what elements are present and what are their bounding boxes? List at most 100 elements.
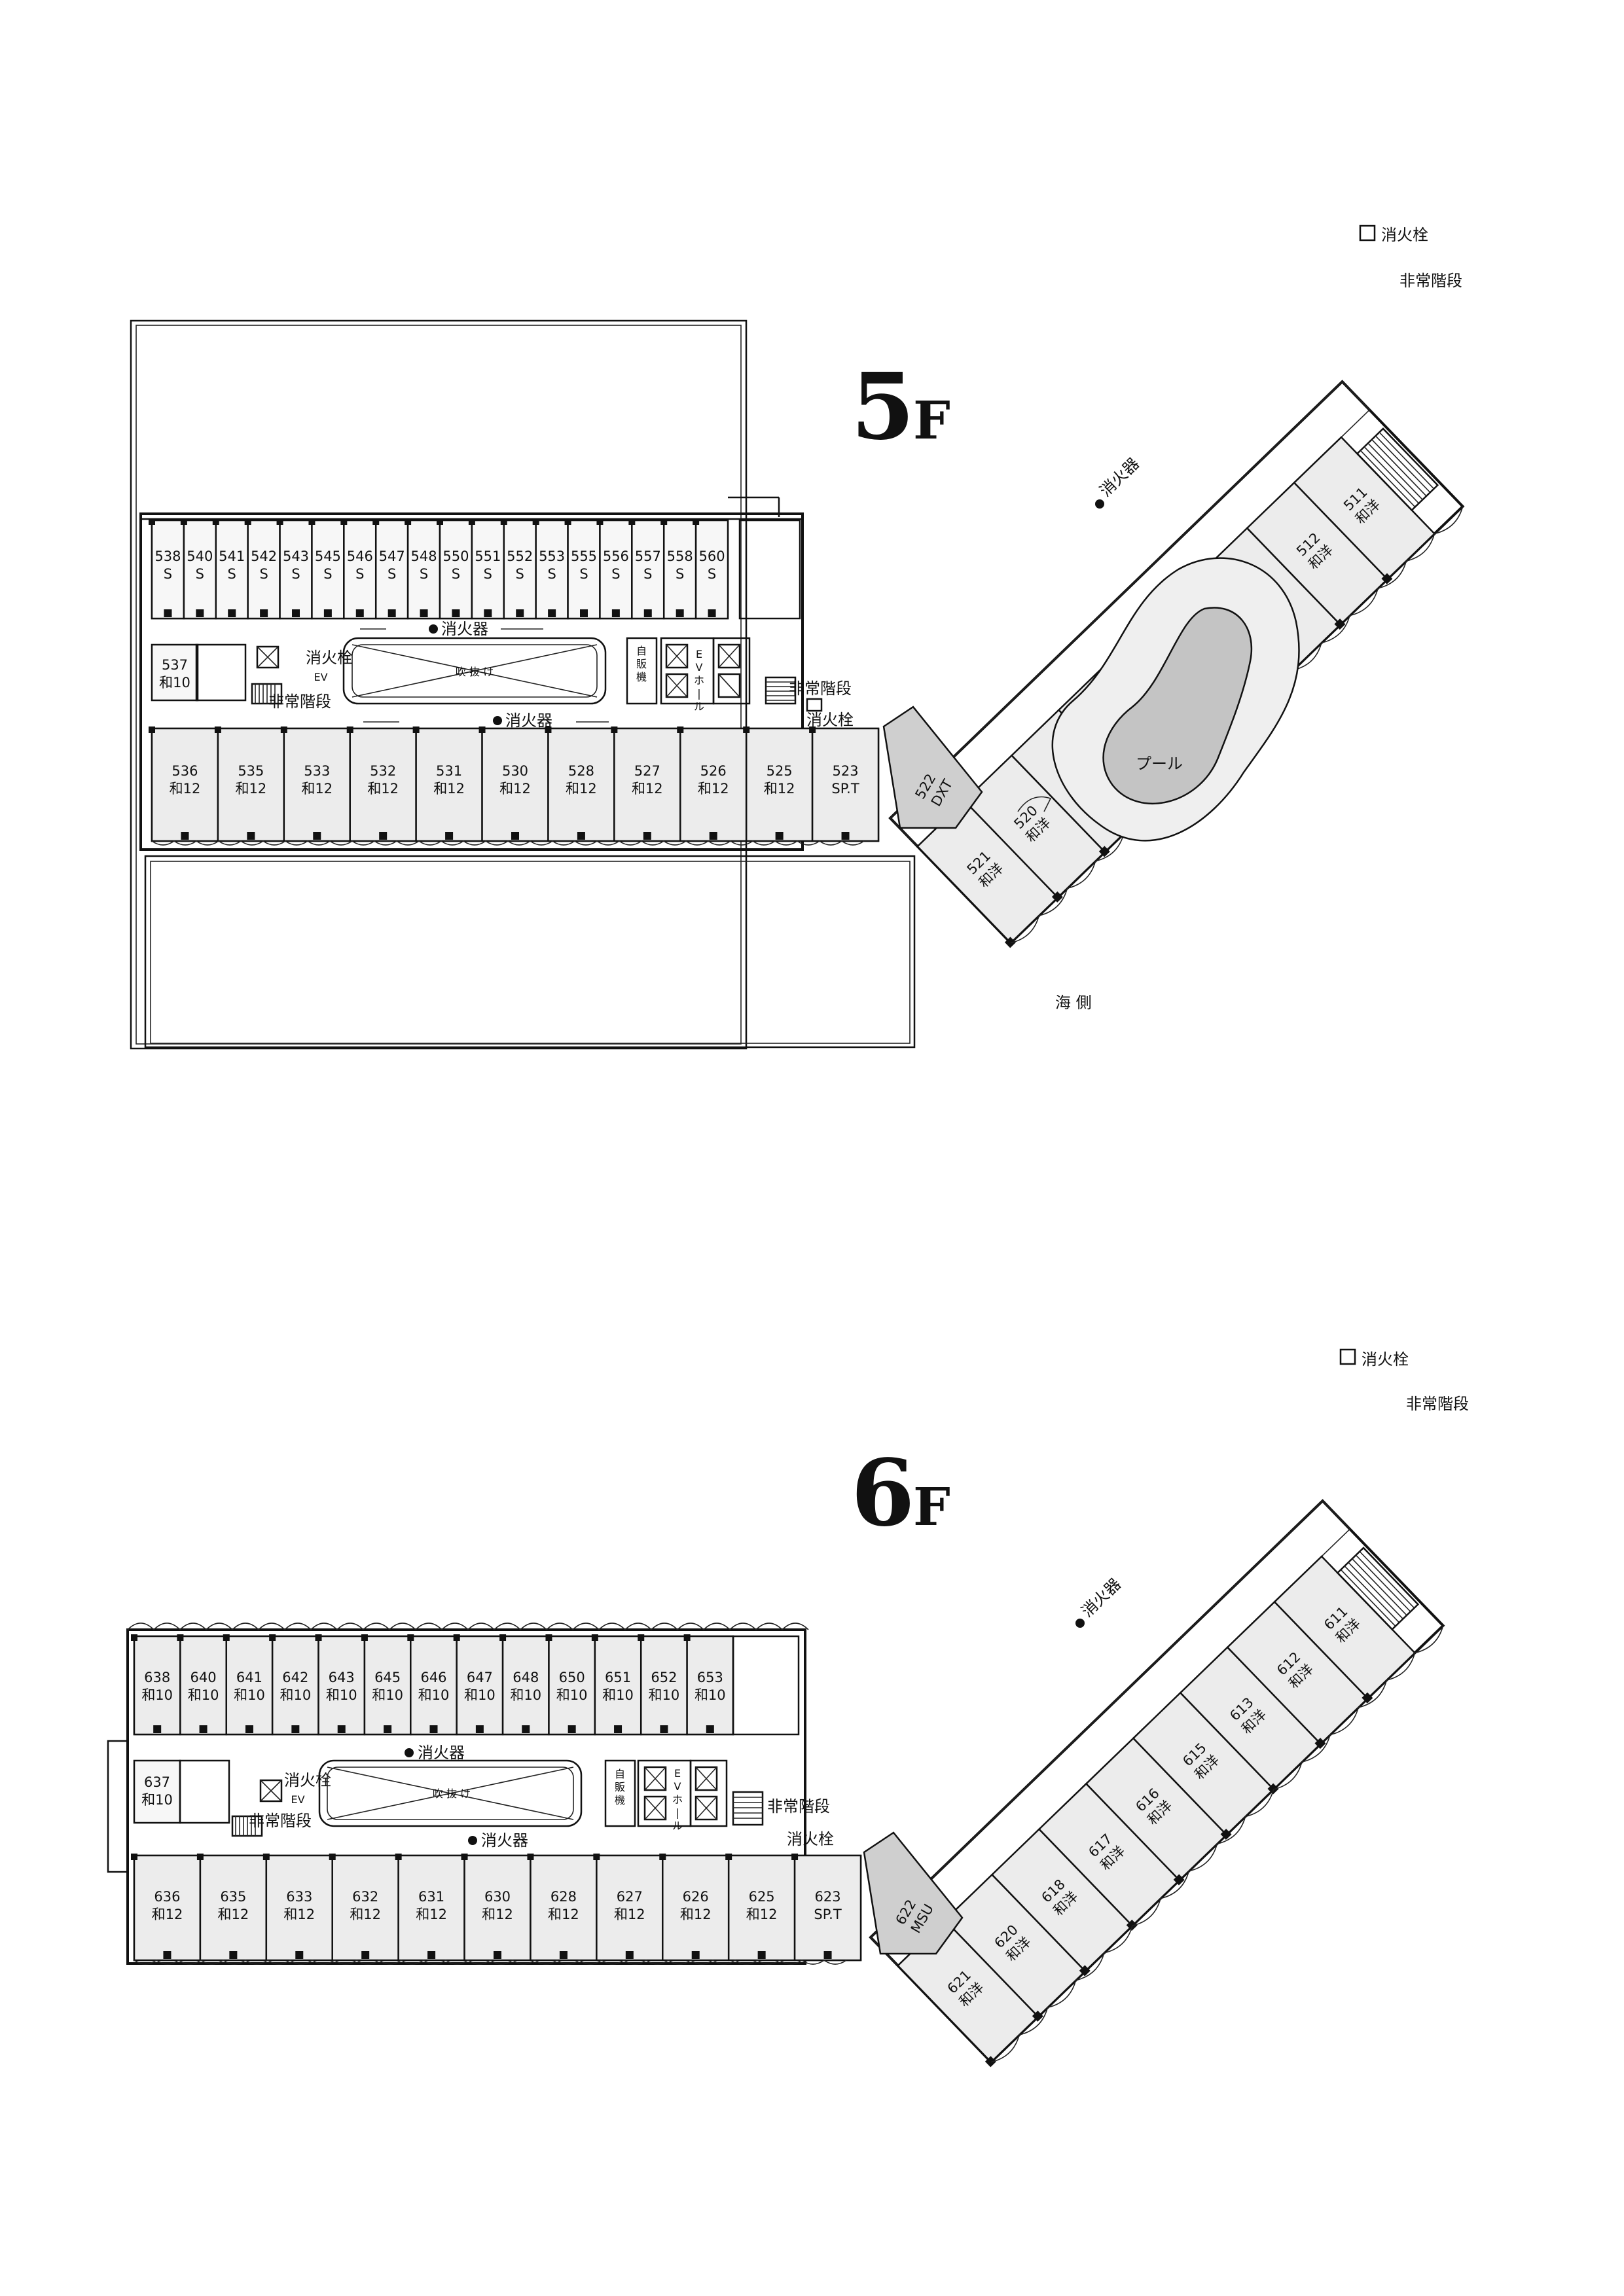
floor-6-plan: 638和10640和10641和10642和10643和10645和10646和… [107,1348,1469,2068]
pillar [1362,1692,1373,1704]
pillar [577,832,585,840]
room-number: 636 [154,1889,180,1905]
room-type: 和12 [614,1907,645,1922]
f6-bot-room-628 [530,1854,598,1962]
extinguisher-icon [429,624,438,634]
room-number: 640 [190,1670,217,1685]
atrium-label: 吹 抜 け [456,666,494,678]
room-type: 和10 [649,1687,680,1703]
f5-bot-room-530 [481,727,549,842]
pillar [346,726,353,733]
pillar [468,518,475,525]
emergency-stairs-label: 非常階段 [1406,1395,1469,1413]
room-type: S [291,566,300,582]
f6-bot-room-633 [265,1854,333,1962]
f6-top-room-645 [363,1635,412,1736]
extinguisher-label: 消火器 [481,1831,528,1850]
pillar [262,1854,270,1860]
extinguisher-icon [405,1748,414,1757]
f5-top-room-558 [662,519,697,620]
hydrant-box [1359,224,1376,242]
room-number: 553 [539,548,565,564]
svg-text:E: E [674,1767,681,1780]
extinguisher-icon [468,1836,477,1845]
room-type: S [164,566,172,582]
room-number: 531 [436,763,462,779]
main-block-6f [126,1628,806,1965]
pillar [212,518,219,525]
f5-top-room-555 [567,519,601,620]
room-number: 552 [507,548,533,564]
room-type: 和10 [510,1687,541,1703]
room-number: 638 [144,1670,170,1685]
stairs-icon [765,676,797,705]
pillar [499,1634,507,1641]
pillar [683,1634,691,1641]
pillar [427,1951,436,1959]
room-type: 和12 [416,1907,447,1922]
floor-title-suffix: F [913,1476,950,1537]
room-number: 533 [304,763,330,779]
room-number: 530 [502,763,528,779]
elevator-shaft [695,1795,718,1821]
room-type: 和10 [188,1687,219,1703]
pillar [247,832,255,840]
pillar [196,609,204,617]
room-number: 558 [667,548,693,564]
pillar [131,1854,137,1860]
f6-bot-room-630 [463,1854,532,1962]
pillar [522,1725,530,1733]
room-type: S [228,566,236,582]
lower-terrace-inner [150,861,911,1044]
pillar [355,609,364,617]
wing-stairs-icon [1336,1547,1420,1631]
pillar [1004,937,1016,948]
pillar [292,609,300,617]
svg-text:販: 販 [636,658,647,670]
svg-text:V: V [696,661,703,673]
room-number: 653 [697,1670,723,1685]
emergency-stairs-label: 非常階段 [268,692,331,711]
room-type: 和12 [367,781,399,797]
f6-top-room-651 [594,1635,642,1736]
pillar [564,518,571,525]
pillar [245,1725,253,1733]
pillar [743,726,750,733]
pillar [475,1725,484,1733]
room-type: 和10 [234,1687,265,1703]
pillar [372,518,380,525]
ev-label: EV [314,671,327,683]
room-type: 和12 [152,1907,183,1922]
hydrant-label: 消火栓 [1381,226,1428,244]
room-number: 633 [286,1889,312,1905]
room-number: 642 [282,1670,308,1685]
room-type: S [611,566,620,582]
room-number: 557 [635,548,661,564]
room-number: 546 [347,548,373,564]
room-type: 和12 [301,781,333,797]
room-number: 625 [749,1889,775,1905]
pillar [340,518,348,525]
room-number: 523 [832,763,858,779]
floor-title-suffix: F [913,389,950,451]
f5-top-room-556 [599,519,633,620]
pillar [823,1951,832,1959]
pillar [628,518,636,525]
room-number: 646 [420,1670,446,1685]
f5-top-room-547 [374,519,409,620]
elevator-shaft [256,645,280,669]
room-number: 645 [374,1670,401,1685]
pillar [461,1854,468,1860]
pillar [676,609,684,617]
room-type: S [516,566,524,582]
room-type: 和12 [566,781,597,797]
svg-text:|: | [676,1806,679,1819]
pillar [611,609,620,617]
elevator-shaft [643,1795,667,1821]
f5-top-room-545 [311,519,345,620]
pillar [452,609,460,617]
pillar [660,518,668,525]
pillar [809,726,816,733]
f5-bot-room-535 [217,727,285,842]
